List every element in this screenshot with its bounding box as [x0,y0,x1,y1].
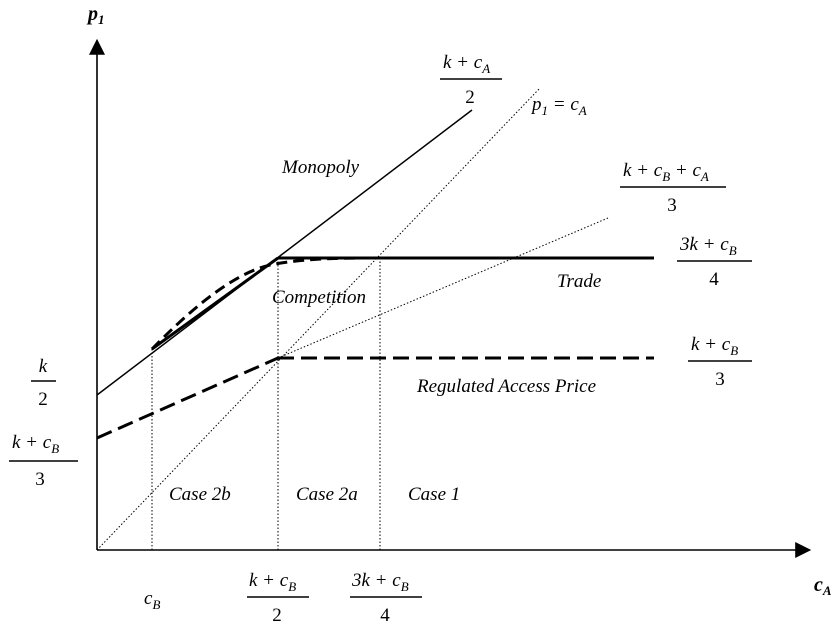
svg-text:4: 4 [380,605,390,626]
label-k-cb-third: k + cB 3 [688,334,752,390]
svg-text:3k + cB: 3k + cB [679,234,737,258]
svg-text:k + cB: k + cB [691,334,738,358]
ytick-k-half: k 2 [31,356,56,410]
case-1-label: Case 1 [408,484,460,505]
svg-text:4: 4 [709,269,719,290]
case-2a-label: Case 2a [296,484,358,505]
regulated-sloped-line [96,356,279,440]
svg-text:k + cB: k + cB [249,570,296,594]
p1-equals-ca-line [96,87,541,551]
svg-text:k: k [39,356,48,377]
svg-text:2: 2 [38,389,48,410]
monopoly-line [96,109,473,396]
k-cb-ca-third-line [277,217,609,359]
label-k-cb-ca-third: k + cB + cA 3 [620,160,726,216]
competition-label: Competition [272,287,366,308]
svg-text:3: 3 [35,469,45,490]
y-axis-label: p1 [86,3,105,27]
svg-text:k + cB: k + cB [12,432,59,456]
svg-text:3k + cB: 3k + cB [351,570,409,594]
label-p1-equals-ca: p1 = cA [530,94,587,118]
svg-text:3: 3 [715,369,725,390]
ytick-k-cb-third: k + cB 3 [9,432,78,490]
trade-label: Trade [557,271,601,292]
x-axis-label: cA [814,574,832,598]
monopoly-label: Monopoly [281,157,360,178]
svg-text:3: 3 [667,195,677,216]
svg-text:k + cB + cA: k + cB + cA [623,160,709,184]
monopoly-bold-segment [151,256,279,351]
svg-text:k + cA: k + cA [443,52,490,76]
svg-text:2: 2 [465,87,475,108]
case-2b-label: Case 2b [169,484,231,505]
label-k-ca-half: k + cA 2 [440,52,502,108]
regulated-label: Regulated Access Price [416,376,596,397]
svg-text:2: 2 [272,605,282,626]
xtick-k-cb-half: k + cB 2 [247,570,309,626]
xtick-three-k-cb-quarter: 3k + cB 4 [350,570,422,626]
label-three-k-cb-quarter: 3k + cB 4 [677,234,752,290]
xtick-cb: cB [144,588,160,612]
competition-curve [150,256,381,351]
